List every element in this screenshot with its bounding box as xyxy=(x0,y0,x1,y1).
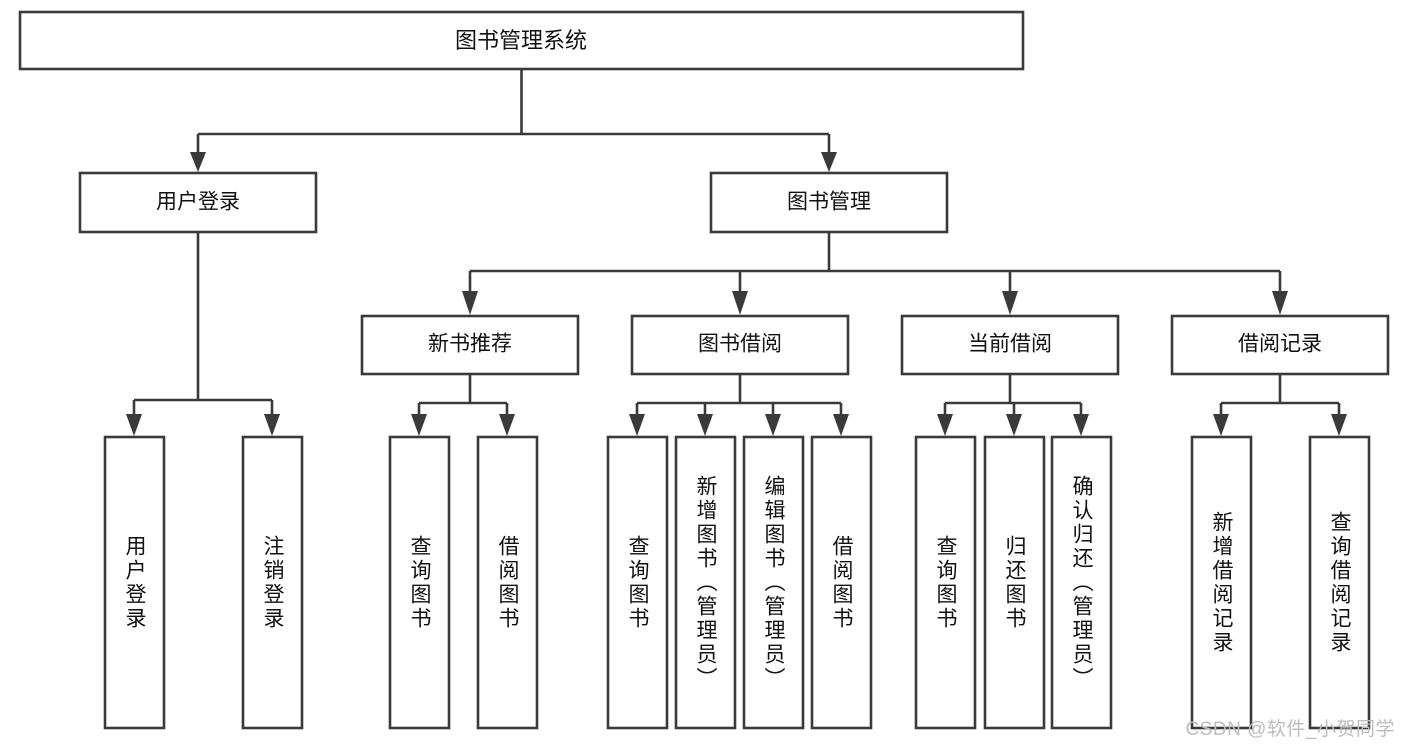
node-leaf-return-book-box[interactable] xyxy=(983,435,1046,730)
arrowhead-user-login xyxy=(190,152,206,172)
node-root[interactable]: 图书管理系统 xyxy=(18,10,1025,71)
node-leaf-edit-book-box[interactable] xyxy=(742,435,805,730)
node-new-book-recommend-label: 新书推荐 xyxy=(428,333,512,356)
node-borrow-record[interactable]: 借阅记录 xyxy=(1170,314,1390,376)
arrowhead-borrow-record xyxy=(1272,291,1288,315)
node-leaf-query-borrow-record-box[interactable] xyxy=(1308,435,1371,730)
arrowhead-leaf-user-login xyxy=(126,414,142,436)
node-leaf-confirm-return-box[interactable] xyxy=(1050,435,1113,730)
node-current-borrow[interactable]: 当前借阅 xyxy=(900,314,1120,376)
node-leaf-add-book-box[interactable] xyxy=(674,435,737,730)
node-leaf-user-login-box[interactable] xyxy=(103,435,166,730)
leaf-box-layer xyxy=(103,435,1371,730)
node-new-book-recommend[interactable]: 新书推荐 xyxy=(360,314,580,376)
arrowhead-leaf-borrow-book-2 xyxy=(833,414,849,436)
node-leaf-borrow-book-2-box[interactable] xyxy=(810,435,873,730)
node-leaf-query-book-1-box[interactable] xyxy=(388,435,451,730)
node-book-management-label: 图书管理 xyxy=(787,191,871,214)
arrowhead-new-book-recommend xyxy=(462,291,478,315)
node-root-label: 图书管理系统 xyxy=(455,28,587,53)
arrowhead-leaf-query-book-2 xyxy=(629,414,645,436)
node-leaf-query-book-2-box[interactable] xyxy=(606,435,669,730)
node-leaf-query-book-3-box[interactable] xyxy=(914,435,977,730)
arrowhead-leaf-query-borrow-record xyxy=(1331,414,1347,436)
node-book-borrow-box[interactable] xyxy=(630,314,850,376)
arrowhead-leaf-confirm-return xyxy=(1073,414,1089,436)
arrowhead-leaf-borrow-book-1 xyxy=(499,414,515,436)
node-book-management-box[interactable] xyxy=(709,171,949,234)
arrowhead-leaf-return-book xyxy=(1006,414,1022,436)
node-leaf-borrow-book-1-box[interactable] xyxy=(476,435,539,730)
arrowhead-leaf-query-book-1 xyxy=(411,414,427,436)
node-current-borrow-box[interactable] xyxy=(900,314,1120,376)
node-leaf-logout-login-box[interactable] xyxy=(241,435,304,730)
node-user-login-box[interactable] xyxy=(78,171,318,234)
arrowhead-leaf-add-borrow-record xyxy=(1213,414,1229,436)
node-user-login-label: 用户登录 xyxy=(156,191,240,214)
arrowhead-current-borrow xyxy=(1002,291,1018,315)
watermark-text: CSDN @软件_小贺同学 xyxy=(1185,719,1395,740)
node-borrow-record-label: 借阅记录 xyxy=(1238,333,1322,356)
node-current-borrow-label: 当前借阅 xyxy=(968,333,1052,356)
node-book-management[interactable]: 图书管理 xyxy=(709,171,949,234)
node-new-book-recommend-box[interactable] xyxy=(360,314,580,376)
arrowhead-leaf-query-book-3 xyxy=(937,414,953,436)
node-leaf-add-borrow-record-box[interactable] xyxy=(1190,435,1253,730)
arrowhead-book-management xyxy=(821,152,837,172)
arrowhead-leaf-edit-book xyxy=(765,414,781,436)
node-book-borrow[interactable]: 图书借阅 xyxy=(630,314,850,376)
arrowhead-book-borrow xyxy=(732,291,748,315)
node-book-borrow-label: 图书借阅 xyxy=(698,333,782,356)
connector-layer xyxy=(126,69,1347,436)
node-user-login[interactable]: 用户登录 xyxy=(78,171,318,234)
arrowhead-leaf-logout-login xyxy=(264,414,280,436)
node-root-box[interactable] xyxy=(18,10,1025,71)
arrowhead-leaf-add-book xyxy=(697,414,713,436)
node-layer: 图书管理系统 用户登录 图书管理 新书推荐 图书借阅 xyxy=(18,10,1390,730)
node-borrow-record-box[interactable] xyxy=(1170,314,1390,376)
